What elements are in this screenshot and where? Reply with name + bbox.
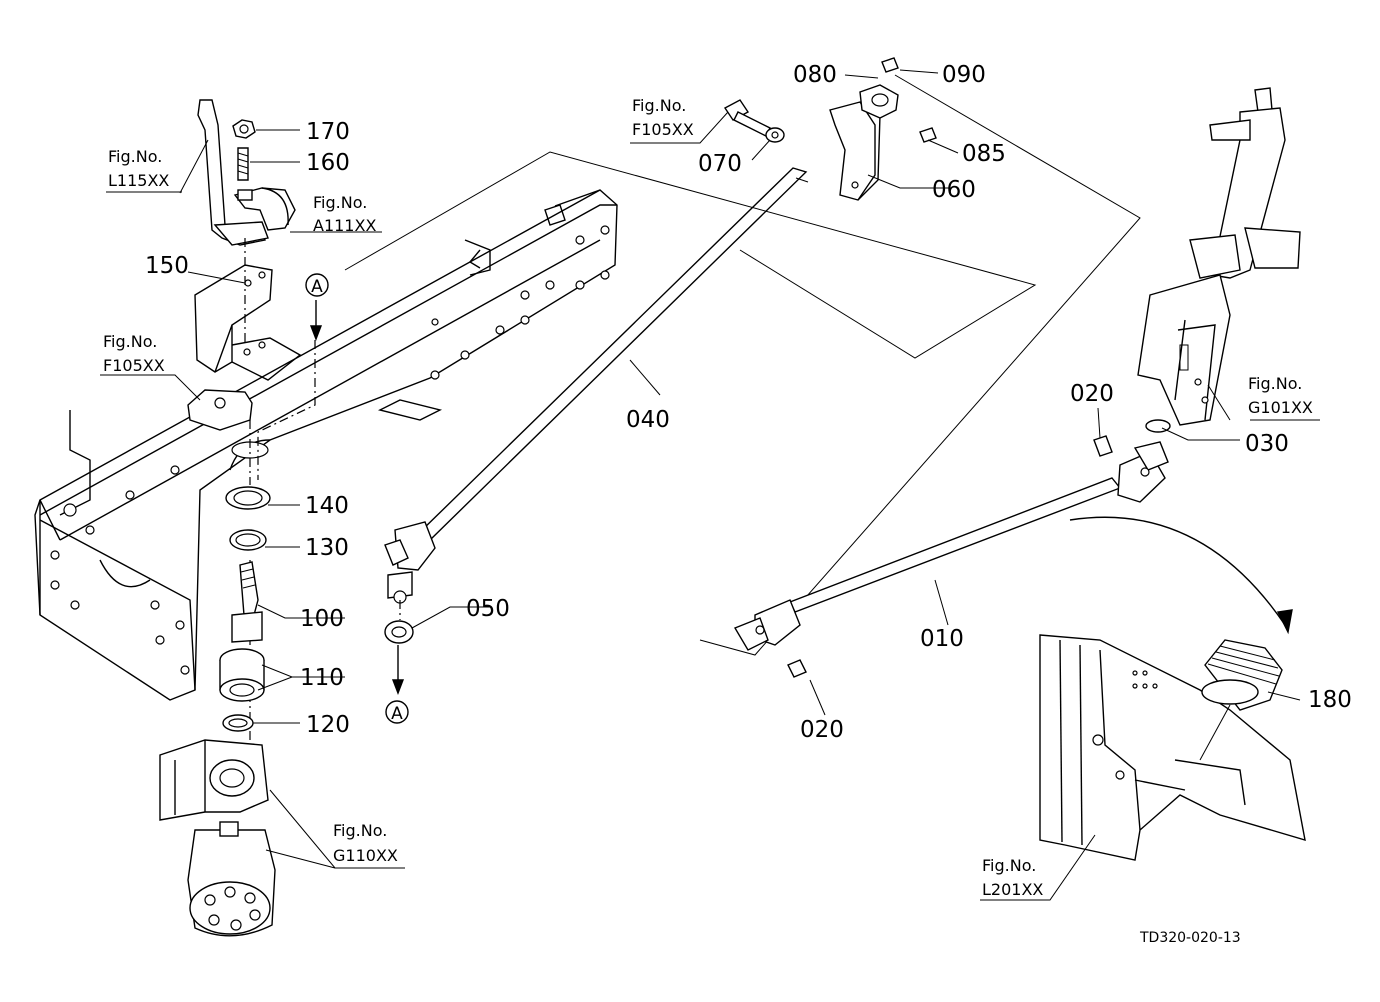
washer-140 — [225, 486, 271, 510]
shaft-040 — [384, 167, 809, 604]
ring-130 — [229, 529, 267, 551]
label-150: 150 — [145, 253, 189, 279]
bolt-020-lower — [787, 659, 807, 678]
label-030: 030 — [1245, 431, 1289, 457]
fig-f105-left-prefix: Fig.No. — [103, 332, 157, 351]
label-040: 040 — [626, 407, 670, 433]
label-100: 100 — [300, 606, 344, 632]
nut-170 — [232, 119, 256, 139]
nut-085 — [919, 127, 937, 143]
fig-f105-left-code: F105XX — [103, 356, 165, 375]
boot-180 — [1201, 639, 1283, 711]
view-marker-upper: A — [305, 273, 329, 297]
fig-a111-prefix: Fig.No. — [313, 193, 367, 212]
leader-outline-center — [344, 151, 1037, 359]
label-070: 070 — [698, 151, 742, 177]
svg-text:A: A — [311, 277, 323, 297]
arrowhead-a-lower — [391, 679, 405, 695]
label-110: 110 — [300, 665, 344, 691]
bolt-090 — [881, 57, 899, 73]
leader-outline-right — [699, 74, 1141, 656]
fig-a111-code: A111XX — [313, 216, 376, 235]
detail-arrowhead — [1276, 609, 1293, 635]
arrowhead-a-upper — [309, 325, 323, 341]
label-160: 160 — [306, 150, 350, 176]
label-010: 010 — [920, 626, 964, 652]
fig-f105-center-prefix: Fig.No. — [632, 96, 686, 115]
clamp — [233, 187, 296, 231]
centerline-a-path — [257, 340, 316, 480]
detail-arrow — [1069, 516, 1286, 626]
fig-g110-code: G110XX — [333, 846, 398, 865]
shaft-100 — [231, 561, 263, 643]
label-050: 050 — [466, 596, 510, 622]
leader-lines — [100, 69, 1320, 901]
label-130: 130 — [305, 535, 349, 561]
label-020-lower: 020 — [800, 717, 844, 743]
bearing-110 — [219, 648, 265, 702]
label-140: 140 — [305, 493, 349, 519]
label-085: 085 — [962, 141, 1006, 167]
fig-l201-prefix: Fig.No. — [982, 856, 1036, 875]
steering-column — [1137, 87, 1301, 426]
steering-unit — [159, 739, 276, 937]
fig-l201-code: L201XX — [982, 880, 1043, 899]
bracket-150 — [194, 264, 302, 381]
bolt-160 — [237, 147, 249, 181]
lever-bracket — [197, 99, 269, 246]
frame-assembly — [34, 189, 618, 701]
cap-050 — [384, 620, 414, 644]
label-120: 120 — [306, 712, 350, 738]
label-180: 180 — [1308, 687, 1352, 713]
view-marker-lower: A — [385, 700, 409, 724]
drawing-code: TD320-020-13 — [1139, 930, 1241, 946]
bolt-070 — [723, 99, 785, 143]
support-block — [187, 389, 253, 431]
bracket-060 — [829, 101, 881, 201]
fig-l115-code: L115XX — [108, 171, 169, 190]
bearing-080 — [859, 84, 899, 119]
fig-l115-prefix: Fig.No. — [108, 147, 162, 166]
label-020-upper: 020 — [1070, 381, 1114, 407]
label-090: 090 — [942, 62, 986, 88]
label-080: 080 — [793, 62, 837, 88]
label-170: 170 — [306, 119, 350, 145]
label-060: 060 — [932, 177, 976, 203]
fig-g110-prefix: Fig.No. — [333, 821, 387, 840]
fig-g101-code: G101XX — [1248, 398, 1313, 417]
snap-ring-120 — [222, 714, 254, 732]
part-labels: 170 160 150 140 130 100 110 120 050 040 … — [145, 62, 1352, 743]
bolt-020-upper — [1093, 435, 1113, 457]
shaft-010 — [733, 441, 1169, 651]
fig-g101-prefix: Fig.No. — [1248, 374, 1302, 393]
svg-text:A: A — [391, 704, 403, 724]
fig-refs: Fig.No. L115XX Fig.No. A111XX Fig.No. F1… — [103, 96, 1313, 899]
detail-view — [1039, 634, 1306, 861]
fig-f105-center-code: F105XX — [632, 120, 694, 139]
